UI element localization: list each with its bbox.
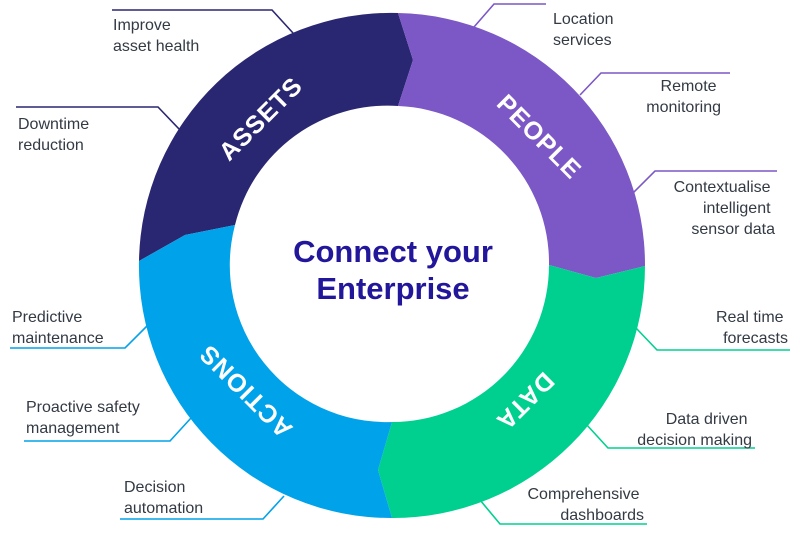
callout-real-time-forecasts: Real time forecasts [716, 309, 788, 347]
callout-line: Comprehensive [527, 486, 639, 503]
callout-line: dashboards [560, 507, 644, 524]
callout-line: automation [124, 500, 203, 517]
callout-line: Proactive safety [26, 399, 140, 416]
center-title-line2: Enterprise [316, 271, 469, 306]
callout-location-services: Location services [553, 11, 618, 49]
callout-downtime-reduction: Downtime reduction [18, 116, 94, 154]
segment-people [398, 13, 646, 278]
callout-line: Location [553, 11, 614, 28]
callout-line: Data driven [666, 411, 748, 428]
connector-line [585, 423, 755, 449]
callout-line: forecasts [723, 330, 788, 347]
callout-line: maintenance [12, 330, 104, 347]
callout-line: monitoring [646, 99, 721, 116]
callout-improve-asset-health: Improve asset health [113, 17, 199, 55]
segment-data [378, 265, 645, 519]
connector-line [112, 9, 294, 34]
connector-line [24, 417, 192, 442]
callout-line: asset health [113, 38, 199, 55]
callout-remote-monitoring: Remote monitoring [646, 78, 721, 116]
callout-line: services [553, 32, 612, 49]
callout-data-driven-decision-making: Data driven decision making [637, 411, 752, 449]
callout-line: decision making [637, 432, 752, 449]
callout-predictive-maintenance: Predictive maintenance [12, 309, 104, 347]
callout-comprehensive-dashboards: Comprehensive dashboards [527, 486, 644, 524]
connector-line [479, 499, 647, 525]
connector-line [635, 327, 790, 351]
connector-line [120, 495, 285, 520]
callout-line: Improve [113, 17, 171, 34]
callout-decision-automation: Decision automation [124, 479, 203, 517]
connector-line [473, 3, 502, 28]
callout-line: Downtime [18, 116, 89, 133]
center-title-line1: Connect your [293, 234, 493, 269]
connector-line [579, 72, 730, 96]
connector-line [16, 106, 181, 131]
connector-line [632, 170, 777, 194]
callout-contextualise-sensor-data: Contextualise intelligent sensor data [674, 179, 776, 238]
segment-actions [138, 225, 392, 519]
callout-proactive-safety-management: Proactive safety management [26, 399, 144, 437]
segment-assets [139, 12, 413, 262]
callout-line: management [26, 420, 120, 437]
callout-line: Decision [124, 479, 185, 496]
callout-line: intelligent [703, 200, 771, 217]
callout-line: Real time [716, 309, 784, 326]
callout-line: Predictive [12, 309, 82, 326]
callout-line: Remote [661, 78, 717, 95]
callout-line: Contextualise [674, 179, 771, 196]
callout-line: sensor data [691, 221, 775, 238]
connector-line [10, 325, 148, 349]
callout-line: reduction [18, 137, 84, 154]
